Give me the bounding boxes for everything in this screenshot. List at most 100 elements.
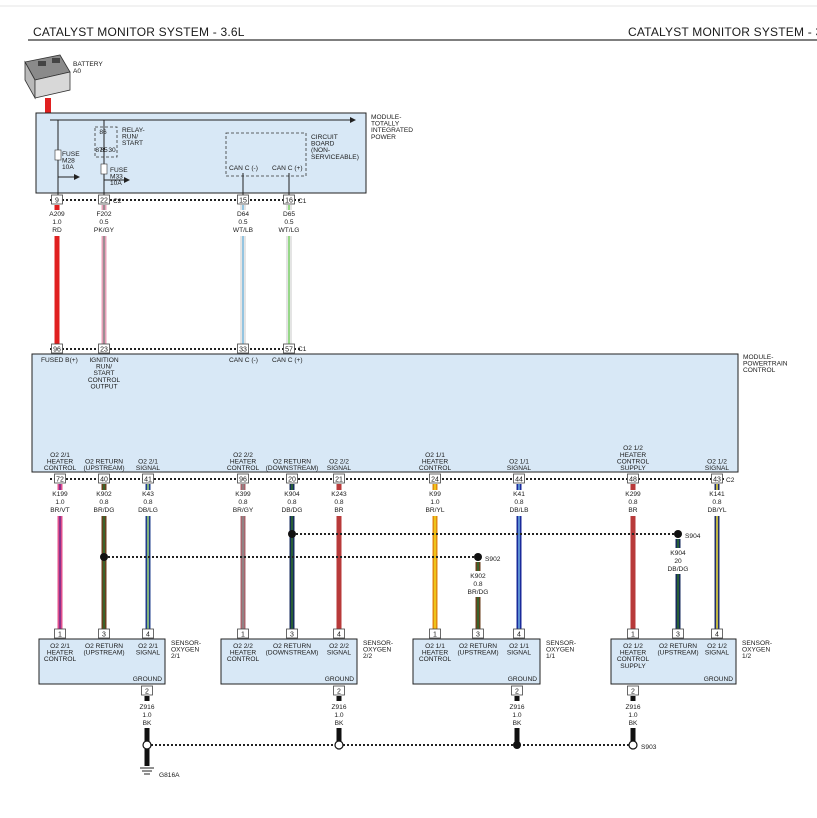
wire-color: DB/DG xyxy=(668,566,689,573)
fuse-m28 xyxy=(54,149,62,161)
wire-circuit: K399 xyxy=(235,491,251,498)
tipm-module xyxy=(35,112,367,194)
wire-gauge: 1.0 xyxy=(430,499,439,506)
wire-s902-top-stripe xyxy=(477,562,479,571)
circuit-board-label-line: BOARD xyxy=(311,141,335,148)
sensor-name: OXYGEN xyxy=(363,647,391,654)
sensor-pin: 3 xyxy=(290,632,294,639)
wire-circuit: K902 xyxy=(470,573,486,580)
pcm-ign-line: RUN/ xyxy=(96,364,112,371)
sensor-pin-label: (DOWNSTREAM) xyxy=(266,650,319,657)
wire-s904-stripe xyxy=(677,574,679,631)
wire-lower-top-stripe xyxy=(147,484,149,490)
sensor-pin-label: O2 2/1 xyxy=(138,643,158,650)
wire-circuit: K299 xyxy=(625,491,641,498)
sensor-pin-label: O2 1/1 xyxy=(425,643,445,650)
tipm-pin: 9 xyxy=(55,198,59,205)
pcm-can-neg: CAN C (-) xyxy=(229,357,258,364)
pcm-bottom-pin: 41 xyxy=(144,477,152,484)
sensor-pin-label: HEATER xyxy=(230,650,256,657)
page-title: CATALYST MONITOR SYSTEM - 3.6L xyxy=(33,25,245,39)
tipm-can-neg: CAN C (-) xyxy=(229,165,258,172)
wire-lower-stripe xyxy=(103,516,105,631)
pcm-bottom-pin: 21 xyxy=(335,477,343,484)
sensor-name: SENSOR- xyxy=(546,640,576,647)
wire-upper-stripe xyxy=(288,236,290,344)
lower-wire-labels: K1991.0BR/VTK9020.8BR/DGK430.8DB/LGK3990… xyxy=(50,491,727,514)
wire-s904-top-stripe xyxy=(677,539,679,548)
ground-point-label: G816A xyxy=(159,772,180,779)
sensor-name: 2/2 xyxy=(363,653,372,660)
sensor-pin-label: CONTROL xyxy=(227,656,260,663)
pcm-top-pin-box xyxy=(237,343,249,354)
ground-wire-top xyxy=(144,696,150,701)
splice-s904-label: S904 xyxy=(685,533,701,540)
sensor-pin-label: HEATER xyxy=(620,650,646,657)
wire-gauge: 1.0 xyxy=(52,219,61,226)
ground-wire xyxy=(630,728,636,745)
wire-circuit: F202 xyxy=(96,211,111,218)
tipm-label-line: POWER xyxy=(371,134,396,141)
sensor-pin-label: CONTROL xyxy=(617,656,650,663)
pcm-bottom-pin-box xyxy=(237,473,249,484)
sensor-pin-label: O2 2/2 xyxy=(233,643,253,650)
pcm-bottom-label: O2 2/1 xyxy=(138,458,158,465)
sensor-pin: 4 xyxy=(517,632,521,639)
pcm-bottom-label: HEATER xyxy=(422,458,448,465)
pcm-bottom-label: SIGNAL xyxy=(327,465,352,472)
wire-color: BK xyxy=(629,720,638,727)
ground-wire-top xyxy=(336,696,342,701)
sensor-pin-label: SIGNAL xyxy=(327,650,352,657)
pcm-bottom-pin-box xyxy=(54,473,66,484)
sensor-name: OXYGEN xyxy=(742,647,770,654)
wire-circuit: K904 xyxy=(670,550,686,557)
pcm-top-pin: 23 xyxy=(100,347,108,354)
wire-gauge: 0.5 xyxy=(99,219,108,226)
wire-gauge: 0.8 xyxy=(238,499,247,506)
wire-circuit: K904 xyxy=(284,491,300,498)
sensor-pin-label: O2 1/1 xyxy=(509,643,529,650)
sensor-pin-label: HEATER xyxy=(422,650,448,657)
pcm-label-line: CONTROL xyxy=(743,367,776,374)
sensor-pin-label: O2 RETURN xyxy=(273,643,311,650)
pcm-bottom-pin: 96 xyxy=(239,477,247,484)
wire-lower-stripe xyxy=(59,516,61,631)
upper-wire-labels: A2091.0RDF2020.5PK/GYD640.5WT/LBD650.5WT… xyxy=(49,211,299,234)
tipm-conn-c2: C2 xyxy=(113,198,122,205)
wire-color: BK xyxy=(143,720,152,727)
fuse-m33-label-line: M33 xyxy=(110,174,123,181)
pcm-bottom-label: O2 2/2 xyxy=(233,452,253,459)
wire-gauge: 20 xyxy=(674,558,682,565)
sensor-pin-box xyxy=(98,628,110,639)
ground-wire xyxy=(514,728,520,745)
pcm-bottom-label: CONTROL xyxy=(617,458,650,465)
splice-dot xyxy=(674,530,682,538)
pcm-bottom-pin: 72 xyxy=(56,477,64,484)
wire-circuit: K99 xyxy=(429,491,441,498)
sensor-name: SENSOR- xyxy=(171,640,201,647)
wire-lower xyxy=(630,516,636,631)
pcm-top-pin-box xyxy=(98,343,110,354)
pcm-bottom-pin-box xyxy=(286,473,298,484)
pcm-label-line: MODULE- xyxy=(743,354,773,361)
sensor-name: SENSOR- xyxy=(363,640,393,647)
sensor-ground-pin: 2 xyxy=(515,689,519,696)
circuit-board xyxy=(225,132,307,177)
pcm-bottom-pin-box xyxy=(98,473,110,484)
wire-color: BR/VT xyxy=(50,507,69,514)
sensor-name: 1/1 xyxy=(546,653,555,660)
pcm-conn-c2: C2 xyxy=(726,477,735,484)
pcm-bottom-label: O2 1/2 xyxy=(623,445,643,452)
wire-upper xyxy=(54,236,60,344)
wire-color: BR/DG xyxy=(94,507,115,514)
sensor-ground-pin: 2 xyxy=(631,689,635,696)
wire-gauge: 0.8 xyxy=(334,499,343,506)
battery-ref: A0 xyxy=(73,68,81,75)
ground-drop-wire xyxy=(144,749,150,766)
